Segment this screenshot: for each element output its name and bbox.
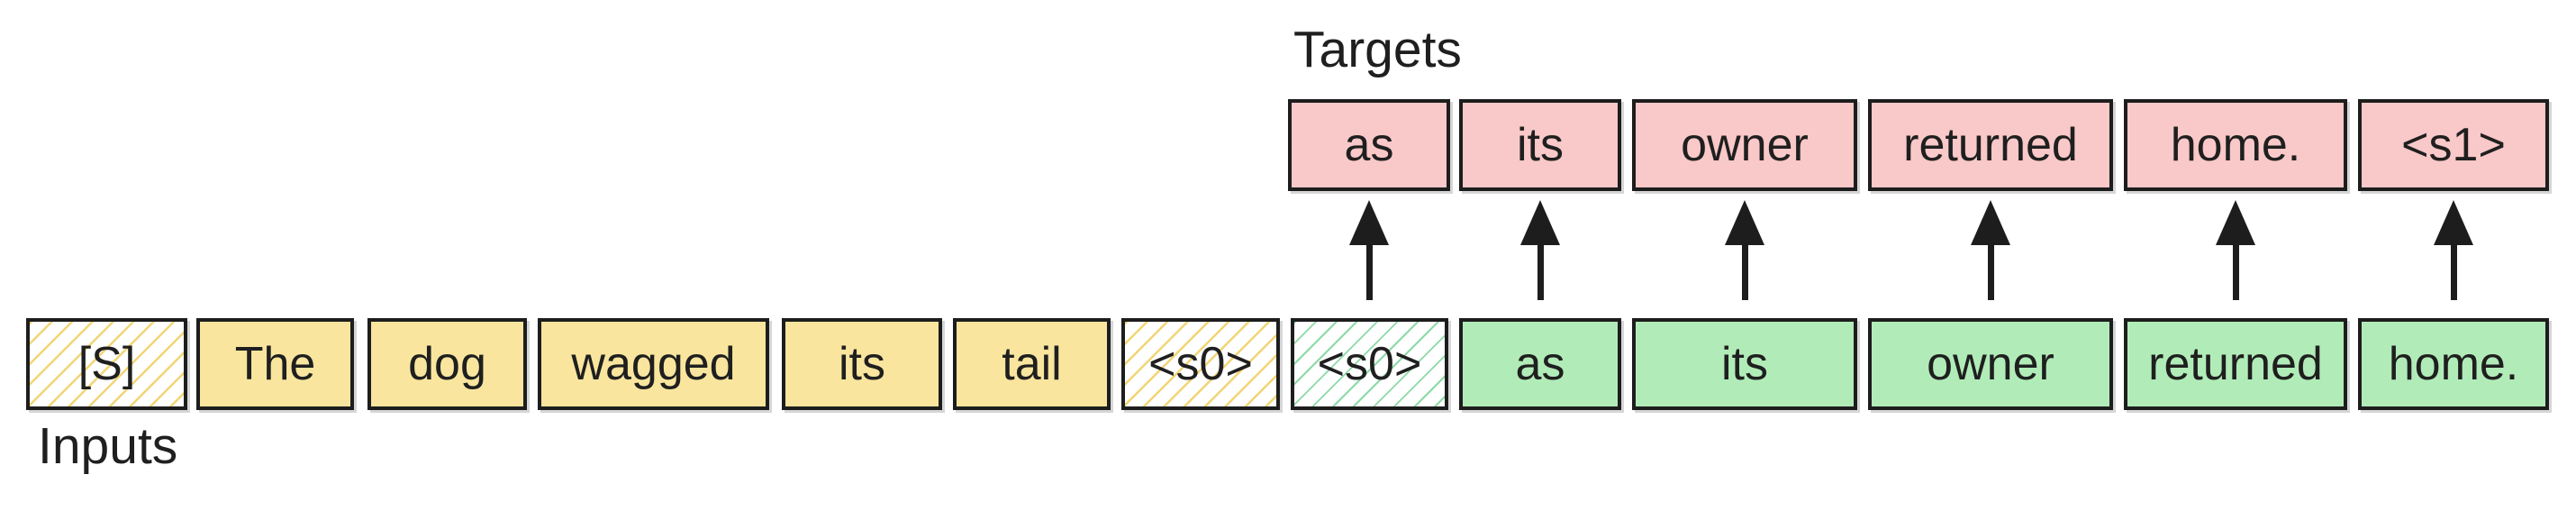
up-arrow-icon — [1971, 200, 2010, 301]
target-token-5-s1: <s1> — [2358, 99, 2549, 191]
input-token-8-as: as — [1459, 318, 1621, 410]
input-token-11-returned: returned — [2124, 318, 2347, 410]
up-arrow-shaft — [1365, 244, 1373, 300]
target-token-4-home: home. — [2124, 99, 2347, 191]
up-arrow-icon — [2434, 200, 2473, 301]
up-arrow-shaft — [1741, 244, 1748, 300]
up-arrow-head — [1971, 200, 2010, 245]
target-token-2-owner: owner — [1632, 99, 1857, 191]
input-token-12-home: home. — [2358, 318, 2549, 410]
input-token-10-owner: owner — [1868, 318, 2113, 410]
target-token-3-returned: returned — [1868, 99, 2113, 191]
up-arrow-shaft — [2450, 244, 2457, 300]
up-arrow-shaft — [1537, 244, 1544, 300]
input-token-4-its: its — [782, 318, 942, 410]
up-arrow-icon — [1725, 200, 1764, 301]
input-token-3-wagged: wagged — [538, 318, 769, 410]
up-arrow-icon — [1349, 200, 1389, 301]
up-arrow-head — [1520, 200, 1560, 245]
input-token-7-s0: <s0> — [1291, 318, 1448, 410]
targets-label: Targets — [1293, 21, 1462, 78]
input-token-6-s0: <s0> — [1121, 318, 1280, 410]
input-token-1-the: The — [196, 318, 354, 410]
input-token-2-dog: dog — [367, 318, 527, 410]
up-arrow-head — [2434, 200, 2473, 245]
up-arrow-head — [2216, 200, 2255, 245]
inputs-label: Inputs — [38, 417, 178, 475]
up-arrow-icon — [2216, 200, 2255, 301]
input-token-0-s: [S] — [26, 318, 187, 410]
up-arrow-head — [1725, 200, 1764, 245]
up-arrow-icon — [1520, 200, 1560, 301]
input-token-5-tail: tail — [953, 318, 1111, 410]
target-token-0-as: as — [1288, 99, 1450, 191]
up-arrow-shaft — [1987, 244, 1994, 300]
up-arrow-head — [1349, 200, 1389, 245]
input-token-9-its: its — [1632, 318, 1857, 410]
target-token-1-its: its — [1459, 99, 1621, 191]
up-arrow-shaft — [2232, 244, 2239, 300]
